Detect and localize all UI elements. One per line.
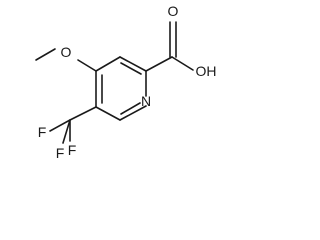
ring-bond-c3-c2 [119,56,147,72]
carbonyl-oxygen-label: O [168,3,179,19]
bond-carboxyl-oh [171,56,194,71]
ring-bond-c4-c3 [95,56,121,72]
bond-cf3-f-bottom [62,119,71,144]
hydroxyl-label: OH [196,63,217,79]
chemical-structure: O OH N O F F F [35,3,217,161]
ring-nitrogen-label: N [141,93,151,109]
fluorine-bottom-label: F [56,145,65,161]
ring-bond-c6-c5 [95,106,121,121]
fluorine-left-label: F [38,124,47,140]
ring-double-bond-n-c6 [120,102,141,115]
bond-c2-carboxyl [145,56,173,72]
fluorine-right-label: F [68,142,77,158]
ring-double-bond-c3-c2 [120,62,142,75]
bond-cf3-f-left [49,119,71,132]
bond-c5-cf3 [69,106,97,121]
ring-bond-n-c6 [119,105,147,121]
bond-c4-methoxy-o [77,59,97,72]
bond-methoxy-o-ch3 [35,48,56,61]
methoxy-oxygen-label: O [61,44,72,60]
